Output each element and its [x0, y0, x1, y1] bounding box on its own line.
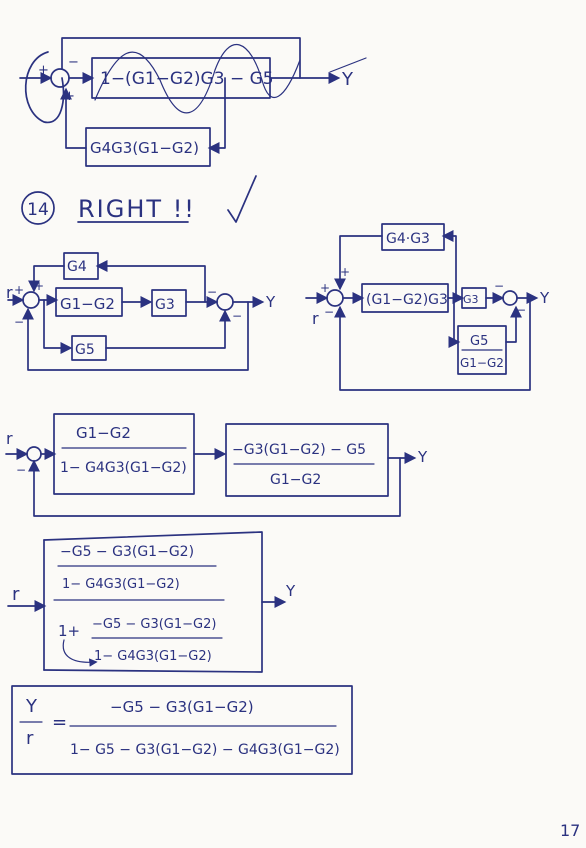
page-number: 17 — [560, 821, 580, 840]
result-equals: = — [52, 712, 67, 733]
section-number: 14 — [27, 200, 49, 220]
left-block-g3-label: G3 — [155, 297, 175, 313]
right-sum1-minus: − — [324, 305, 334, 319]
mid-sum — [26, 446, 42, 462]
left-block-g5-label: G5 — [75, 342, 95, 358]
top-feedback-label: G4G3(G1−G2) — [90, 139, 199, 157]
cl-cancel-arrow — [62, 639, 98, 667]
left-g4-feedback — [95, 260, 206, 303]
mid-block2-den: G1−G2 — [270, 472, 321, 488]
mid-block2 — [225, 423, 389, 497]
top-forward-label: 1−(G1−G2)G3 − G5 — [100, 69, 274, 89]
result-lhs-den: r — [26, 728, 34, 749]
result-lhs-num: Y — [25, 696, 38, 717]
mid-output-label: Y — [417, 448, 428, 466]
right-block-frac — [457, 325, 507, 375]
left-block-diagram: r + − + G1−G2 G3 − − Y G4 G5 — [6, 252, 276, 371]
right-outer-feedback — [334, 297, 531, 391]
left-g4-return — [28, 265, 65, 293]
top-feedback-return — [60, 87, 87, 149]
left-block-g4-label: G4 — [67, 259, 87, 275]
cl-input-label: r — [12, 584, 20, 605]
right-sum1-plus-top: + — [340, 265, 350, 279]
top-strike — [329, 57, 367, 73]
result-rhs-den: 1− G5 − G3(G1−G2) − G4G3(G1−G2) — [70, 742, 340, 758]
mid-block2-num: −G3(G1−G2) − G5 — [232, 442, 366, 458]
right-sum2 — [502, 290, 518, 306]
cl-den-frac-den: 1− G4G3(G1−G2) — [94, 649, 212, 664]
closed-loop-block: r −G5 − G3(G1−G2) 1− G4G3(G1−G2) 1+ −G5 … — [7, 531, 296, 673]
left-sum2-minus-bottom: − — [232, 309, 242, 323]
right-block-diagram: r + − + (G1−G2)G3 G3 − − Y G4·G3 G5 G1−G… — [305, 223, 550, 391]
mid-sum-minus: − — [16, 463, 26, 477]
left-sum2 — [216, 293, 234, 311]
right-output-label: Y — [539, 289, 550, 307]
top-feedback-down — [207, 77, 226, 154]
cl-num-den: 1− G4G3(G1−G2) — [62, 577, 180, 592]
check-mark — [227, 175, 257, 223]
cl-den-frac-num: −G5 − G3(G1−G2) — [92, 617, 216, 632]
cl-den-one: 1+ — [58, 622, 80, 640]
top-sign-minus: − — [68, 55, 79, 70]
left-block-g1g2-label: G1−G2 — [60, 295, 115, 313]
top-feedback-block — [85, 127, 211, 167]
top-upper-loop — [61, 37, 301, 79]
left-g5-to-sum2 — [105, 309, 231, 349]
top-output-label: Y — [341, 69, 354, 90]
cl-output-label: Y — [285, 582, 296, 600]
section-header: 14 RIGHT !! — [21, 175, 257, 225]
section-number-circle — [21, 191, 55, 225]
right-block-frac-den: G1−G2 — [460, 356, 504, 370]
left-outer-feedback — [22, 301, 249, 371]
top-sum-junction — [50, 68, 70, 88]
right-top-return — [334, 235, 383, 291]
right-frac-branch — [448, 297, 461, 348]
mid-input-label: r — [6, 429, 13, 448]
top-sign-plus-bottom: + — [64, 89, 75, 104]
right-block-frac-num: G5 — [470, 334, 488, 349]
mid-block-diagram: r − G1−G2 1− G4G3(G1−G2) −G3(G1−G2) − G5… — [5, 413, 428, 517]
result-rhs-num: −G5 − G3(G1−G2) — [110, 698, 254, 716]
result-box — [11, 685, 353, 775]
left-input-label: r — [6, 283, 13, 302]
right-block-top — [381, 223, 445, 251]
left-output-label: Y — [265, 293, 276, 311]
mid-block1-num: G1−G2 — [76, 424, 131, 442]
mid-feedback — [28, 457, 401, 517]
top-scribble — [94, 43, 301, 114]
right-frac-to-sum2 — [505, 305, 522, 343]
right-sum2-minus-top: − — [494, 279, 504, 293]
right-input-label: r — [312, 309, 319, 328]
cl-num-num: −G5 − G3(G1−G2) — [60, 544, 194, 560]
left-sum1-plus: + — [14, 283, 24, 297]
left-sum1 — [22, 291, 40, 309]
right-block-main-label: (G1−G2)G3 — [366, 292, 448, 308]
right-block-top-label: G4·G3 — [386, 231, 430, 247]
right-block-g3-label: G3 — [463, 293, 479, 306]
left-g5-branch — [43, 299, 73, 354]
right-top-feedback — [441, 230, 457, 299]
final-result: Y r = −G5 − G3(G1−G2) 1− G5 − G3(G1−G2) … — [11, 685, 353, 775]
mid-block1-den: 1− G4G3(G1−G2) — [60, 460, 187, 476]
top-sign-plus-left: + — [38, 63, 49, 78]
section-title: RIGHT !! — [78, 195, 196, 223]
top-diagram: 1−(G1−G2)G3 − G5 Y G4G3(G1−G2) + − + — [19, 37, 367, 167]
top-loop-left — [24, 51, 65, 124]
left-block-g3 — [151, 289, 187, 317]
left-sum1-plus-top: + — [34, 279, 44, 293]
left-sum2-minus-top: − — [207, 285, 217, 299]
left-sum1-minus: − — [14, 315, 24, 329]
right-sum1-plus: + — [320, 281, 330, 295]
right-sum2-minus-bottom: − — [516, 303, 526, 317]
